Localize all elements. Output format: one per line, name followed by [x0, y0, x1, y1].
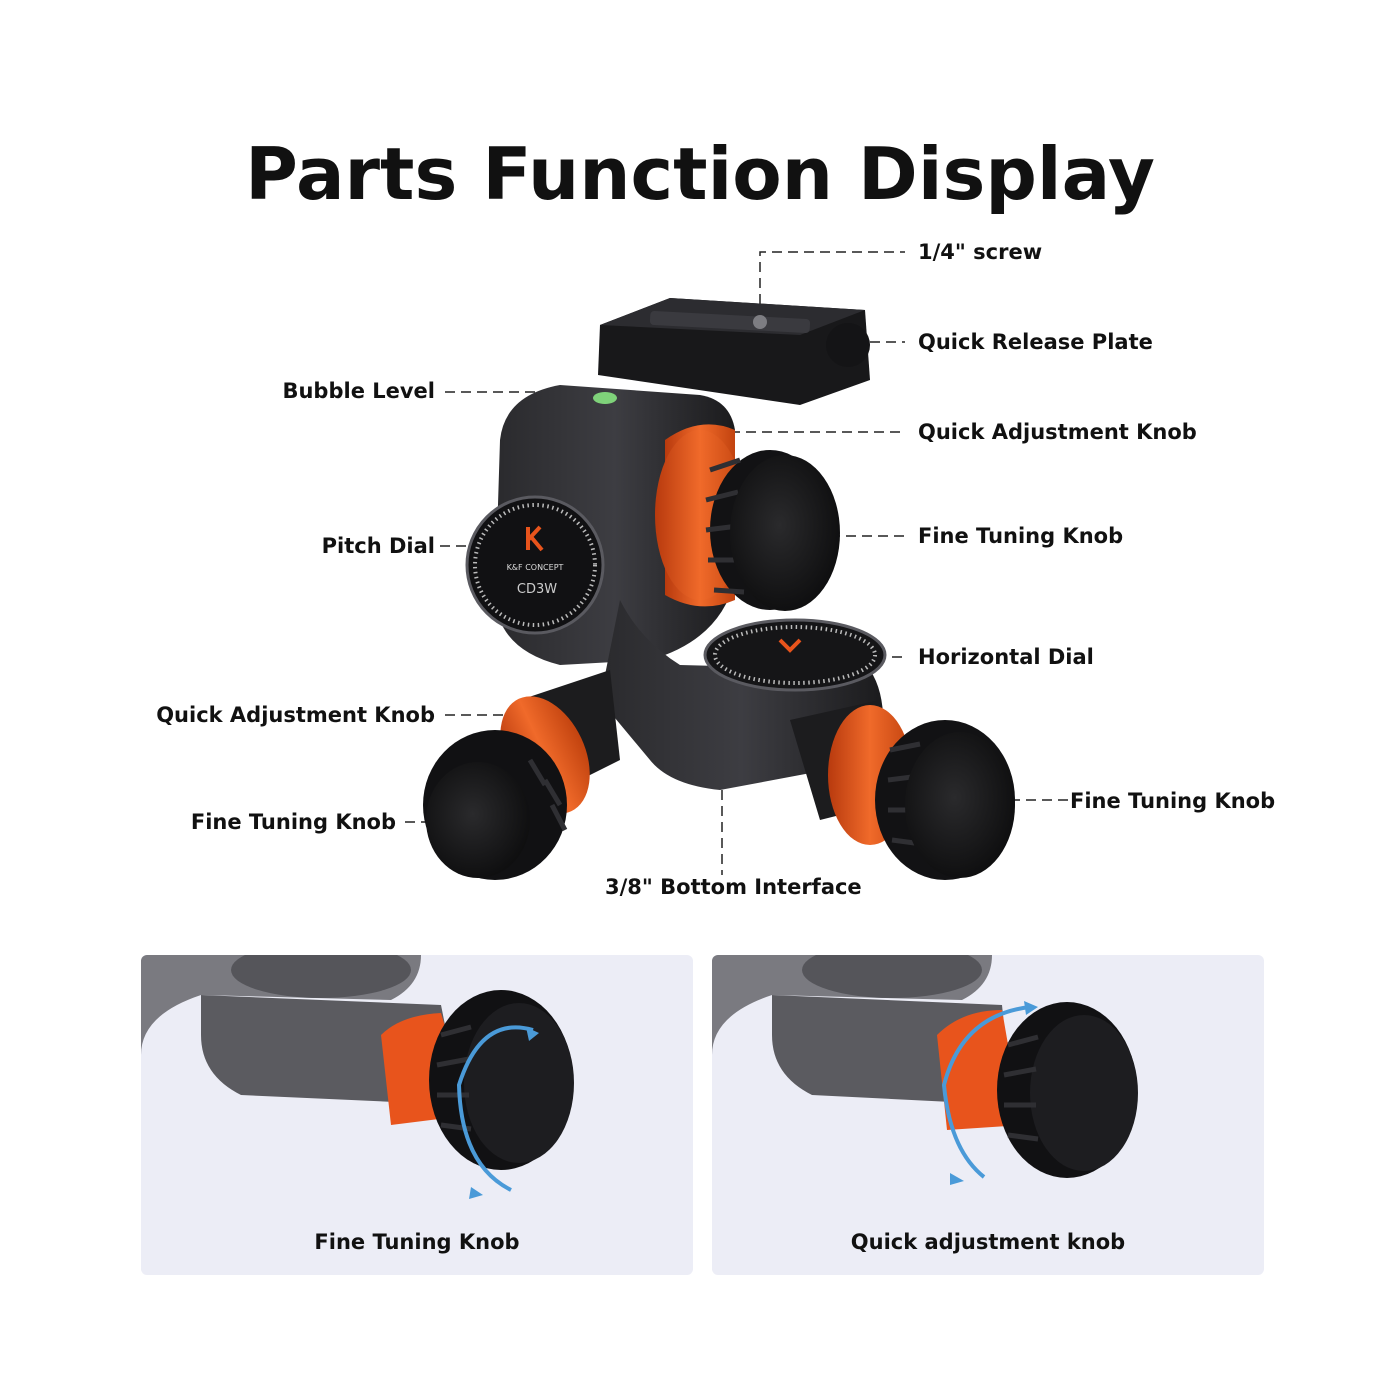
label-bubble-level: Bubble Level	[282, 379, 435, 403]
fine-tuning-panel: Fine Tuning Knob	[141, 955, 693, 1275]
quick-adjustment-panel: Quick adjustment knob	[712, 955, 1264, 1275]
panel-caption: Quick adjustment knob	[850, 1230, 1126, 1254]
page-title: Parts Function Display	[245, 132, 1155, 216]
label-fine-tuning-knob-left: Fine Tuning Knob	[190, 810, 396, 834]
left-knob-assembly	[423, 670, 620, 880]
upper-knob-assembly	[655, 424, 840, 611]
fine-tuning-illustration	[141, 955, 574, 1199]
right-knob-assembly	[790, 700, 1015, 880]
dial-brand: K&F CONCEPT	[507, 563, 564, 572]
quick-release-plate	[598, 298, 870, 405]
label-fine-tuning-knob-right: Fine Tuning Knob	[1070, 789, 1276, 813]
label-pitch-dial: Pitch Dial	[321, 534, 435, 558]
label-horizontal-dial: Horizontal Dial	[918, 645, 1094, 669]
label-quick-adjustment-knob-top: Quick Adjustment Knob	[918, 420, 1197, 444]
label-screw: 1/4" screw	[918, 240, 1043, 264]
panel-caption: Fine Tuning Knob	[314, 1230, 520, 1254]
rotate-arrow-icon	[456, 1025, 534, 1192]
dial-model: CD3W	[517, 582, 557, 597]
label-fine-tuning-knob-top: Fine Tuning Knob	[918, 524, 1124, 548]
bubble-level-icon	[593, 392, 617, 404]
label-quick-release-plate: Quick Release Plate	[918, 330, 1153, 354]
pitch-dial: K&F CONCEPT CD3W	[465, 495, 605, 635]
label-bottom-interface: 3/8" Bottom Interface	[605, 875, 862, 899]
rotate-arrow-icon	[941, 1005, 1031, 1179]
label-quick-adjustment-knob-left: Quick Adjustment Knob	[156, 703, 435, 727]
quick-adjustment-illustration	[712, 955, 1138, 1185]
